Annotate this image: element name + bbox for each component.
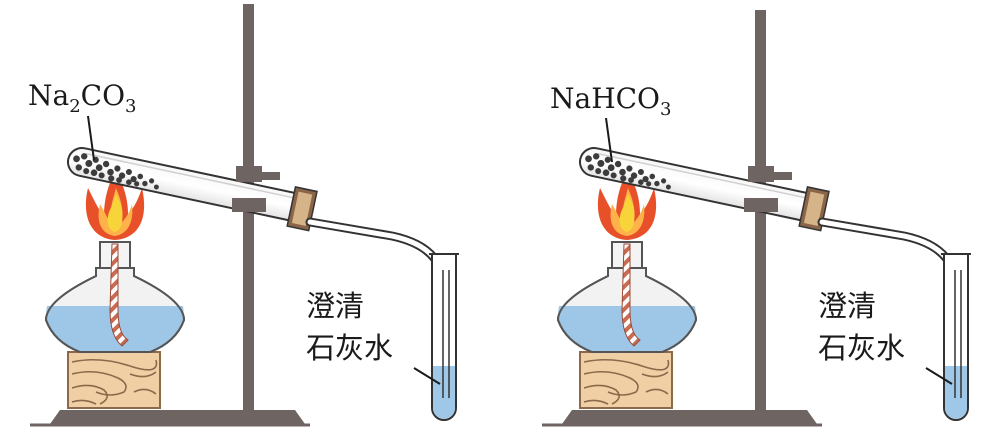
right-chemical-label: NaHCO3 (550, 82, 671, 120)
left-clamp (232, 166, 280, 212)
left-alcohol-lamp (44, 241, 186, 353)
right-limewater-tube (941, 253, 971, 421)
left-wick (109, 243, 129, 347)
left-stand-base (50, 410, 305, 424)
left-apparatus: Na2CO3 澄清 石灰水 (28, 4, 459, 427)
left-powder (73, 153, 159, 190)
left-limewater-label-2: 石灰水 (306, 331, 393, 365)
right-limewater-label-1: 澄清 (818, 289, 876, 323)
right-clamp (744, 166, 792, 212)
right-apparatus: NaHCO3 澄清 石灰水 (542, 10, 971, 427)
left-limewater-label-1: 澄清 (306, 289, 364, 323)
right-flame (597, 172, 657, 240)
right-limewater-pointer (925, 367, 953, 385)
left-limewater-tube (429, 253, 459, 421)
right-alcohol-lamp (556, 241, 698, 353)
left-chem-pointer (87, 115, 95, 161)
left-chemical-label: Na2CO3 (28, 79, 137, 117)
right-limewater-label-2: 石灰水 (818, 331, 905, 365)
right-chem-pointer (605, 117, 613, 163)
left-wood-block (67, 351, 161, 409)
right-wick (621, 243, 641, 347)
left-limewater-pointer (413, 367, 441, 385)
left-flame (85, 172, 145, 240)
right-powder (585, 153, 671, 190)
right-wood-block (579, 351, 673, 409)
right-stand-base (562, 410, 817, 424)
